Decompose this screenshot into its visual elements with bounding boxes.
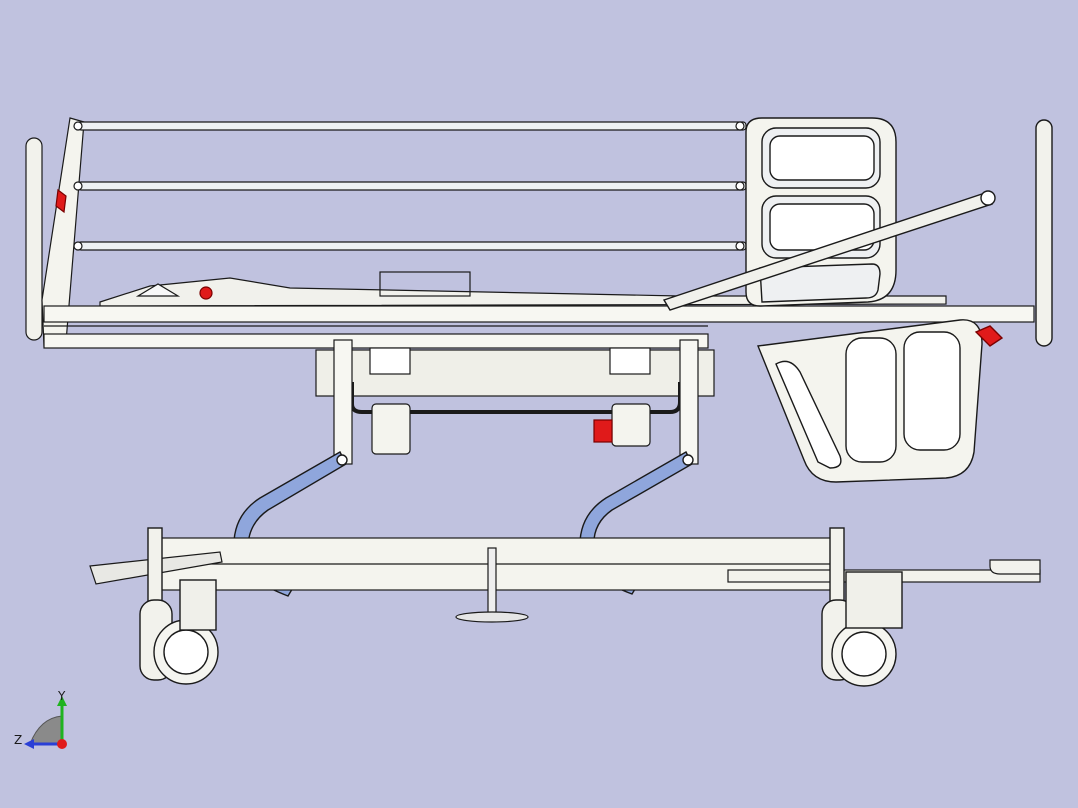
x-axis-dot [57,739,67,749]
rail-bar-1 [77,121,747,131]
head-post [25,137,43,341]
foot-post [1035,119,1053,347]
lower-frame-beam [43,333,709,349]
side-rail-assembly [25,117,747,347]
foot-board [662,117,1053,483]
rail-bar-3 [77,241,747,251]
actuator-left [371,403,411,455]
triad-plane [29,715,63,745]
z-axis-label: Z [14,733,22,747]
brake-pedal [455,611,529,623]
base-frame [89,537,1041,623]
rail-bar-2 [77,181,747,191]
lift-arm-right [579,451,693,595]
lift-arms [233,451,694,597]
castor-right [821,527,903,687]
y-axis-label: Y [57,689,66,703]
under-frame [315,339,715,465]
mattress-platform [43,271,1035,349]
actuator-right [611,403,651,447]
upper-frame-beam [43,305,1035,323]
deck-handle [379,271,471,297]
orientation-triad: Y Z [14,689,67,749]
lift-arm-left [233,451,347,597]
castor-left [139,527,219,685]
